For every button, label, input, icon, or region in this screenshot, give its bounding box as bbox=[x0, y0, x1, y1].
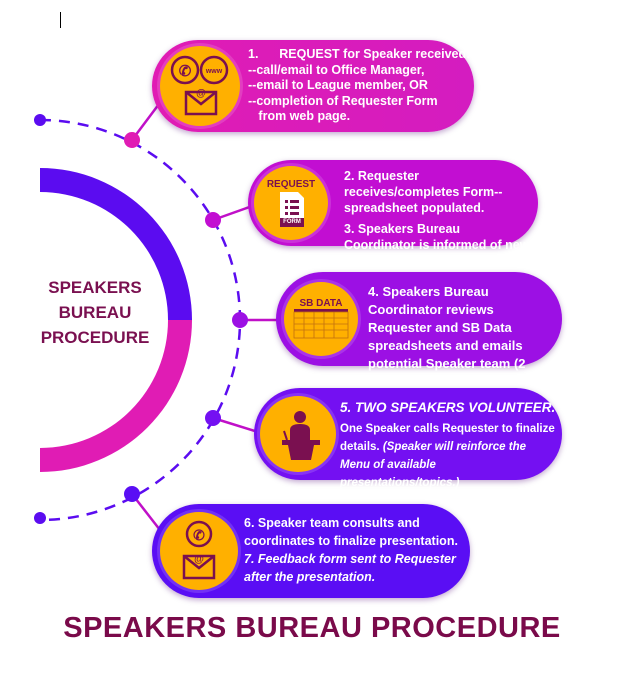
phone-email-icon: ✆@ bbox=[160, 512, 238, 590]
speaker-podium-icon bbox=[260, 396, 336, 472]
page-title: SPEAKERS BUREAU PROCEDURE bbox=[63, 612, 561, 644]
step-2-text: 2. Requester receives/completes Form--sp… bbox=[344, 169, 503, 215]
request-form-icon: REQUEST FORM bbox=[254, 166, 328, 240]
step-5-heading: 5. TWO SPEAKERS VOLUNTEER. bbox=[340, 400, 556, 415]
ring-top bbox=[40, 168, 192, 320]
svg-text:✆: ✆ bbox=[193, 527, 205, 543]
step-1-line: from web page. bbox=[248, 109, 351, 123]
dot bbox=[205, 212, 221, 228]
step-5-text: One Speaker calls Requester to finalize … bbox=[340, 423, 555, 453]
dot bbox=[124, 486, 140, 502]
step-1-line: --completion of Requester Form bbox=[248, 93, 438, 108]
dot bbox=[34, 512, 46, 524]
step-5-box: 5. TWO SPEAKERS VOLUNTEER. One Speaker c… bbox=[254, 388, 562, 489]
svg-text:✆: ✆ bbox=[179, 63, 192, 80]
step-3-text: 3. Speakers Bureau Coordinator is inform… bbox=[344, 222, 530, 268]
step-4-box: SB DATA 4. Speakers Bureau Coordinator r… bbox=[276, 272, 562, 389]
spreadsheet-icon: SB DATA bbox=[284, 282, 358, 356]
svg-text:@: @ bbox=[194, 554, 204, 565]
step-1-box: ✆ www @ 1. REQUEST for Speaker received: -… bbox=[152, 40, 474, 132]
dot bbox=[205, 410, 221, 426]
icon-label: REQUEST bbox=[266, 179, 316, 190]
label-line: BUREAU bbox=[58, 303, 132, 322]
step-7-text: 7. Feedback form sent to Requester after… bbox=[244, 552, 456, 584]
dot bbox=[232, 312, 248, 328]
dot bbox=[124, 132, 140, 148]
svg-text:www: www bbox=[205, 68, 223, 75]
step-1-line: --call/email to Office Manager, bbox=[248, 62, 425, 77]
step-1-line: 1. REQUEST for Speaker received: bbox=[248, 47, 471, 61]
label-line: PROCEDURE bbox=[40, 328, 150, 347]
phone-web-email-icon: ✆ www @ bbox=[160, 46, 240, 126]
center-label: SPEAKERS BUREAU PROCEDURE bbox=[30, 275, 160, 350]
step-6-text: 6. Speaker team consults and coordinates… bbox=[244, 516, 458, 548]
icon-sublabel: FORM bbox=[283, 219, 301, 225]
step-5-note: (Speaker will reinforce the Menu of avai… bbox=[340, 441, 526, 489]
label-line: SPEAKERS bbox=[48, 278, 142, 297]
svg-text:@: @ bbox=[196, 88, 206, 99]
step-1-line: --email to League member, OR bbox=[248, 78, 428, 92]
text-cursor bbox=[60, 12, 61, 28]
dot bbox=[34, 114, 46, 126]
step-4-text: 4. Speakers Bureau Coordinator reviews R… bbox=[368, 284, 526, 389]
step-6-box: ✆@ 6. Speaker team consults and coordina… bbox=[152, 504, 470, 598]
step-2-box: REQUEST FORM 2. Requester receives/compl… bbox=[248, 160, 538, 268]
icon-label: SB DATA bbox=[299, 298, 343, 309]
ring-bottom bbox=[40, 320, 192, 472]
